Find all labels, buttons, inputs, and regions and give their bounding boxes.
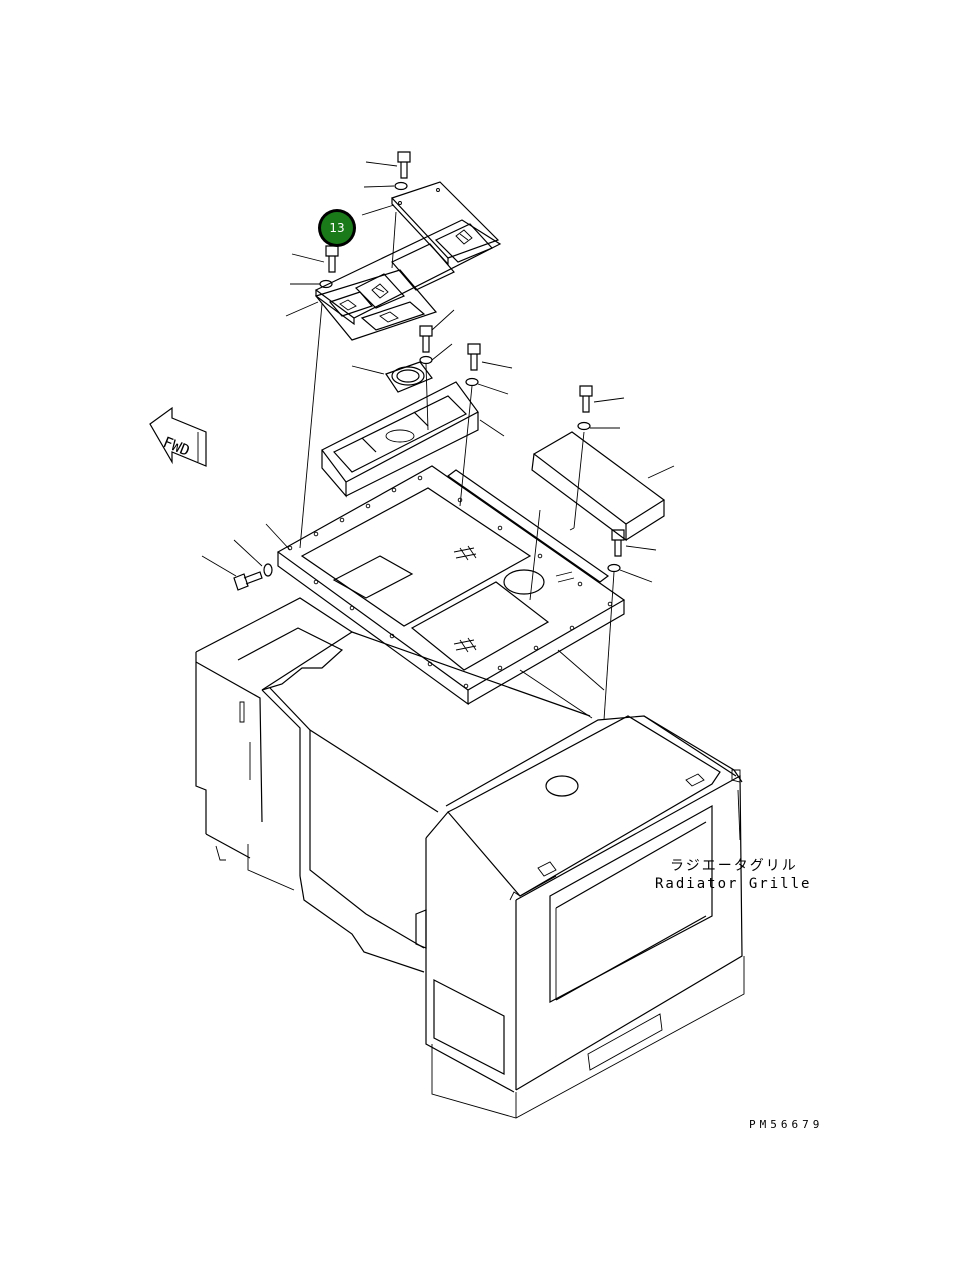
bolt-middle-b — [459, 343, 513, 507]
fwd-label: FWD — [161, 433, 193, 460]
upper-cover-plate — [390, 181, 500, 266]
drawing-id: PM56679 — [749, 1118, 823, 1131]
right-cover — [531, 431, 675, 542]
duct-box — [321, 381, 505, 498]
radiator-label-en: Radiator Grille — [655, 876, 811, 892]
machine-body — [195, 509, 745, 1119]
radiator-label-jp: ラジエータグリル — [670, 858, 798, 874]
top-bolt-assembly — [361, 151, 411, 216]
bolt-right-a — [573, 385, 625, 529]
middle-cover-plate — [314, 219, 502, 326]
bolt-middle-a — [419, 309, 455, 431]
callout-number: 13 — [329, 221, 344, 235]
lower-cover-plate — [314, 269, 438, 341]
bolt-left — [201, 523, 291, 591]
bolt-right-b — [603, 529, 657, 721]
bolt-13 — [285, 245, 339, 317]
callout-13[interactable]: 13 — [318, 209, 356, 247]
main-frame — [276, 465, 626, 706]
ring-flange — [351, 361, 433, 393]
fwd-arrow: FWD — [149, 406, 207, 467]
